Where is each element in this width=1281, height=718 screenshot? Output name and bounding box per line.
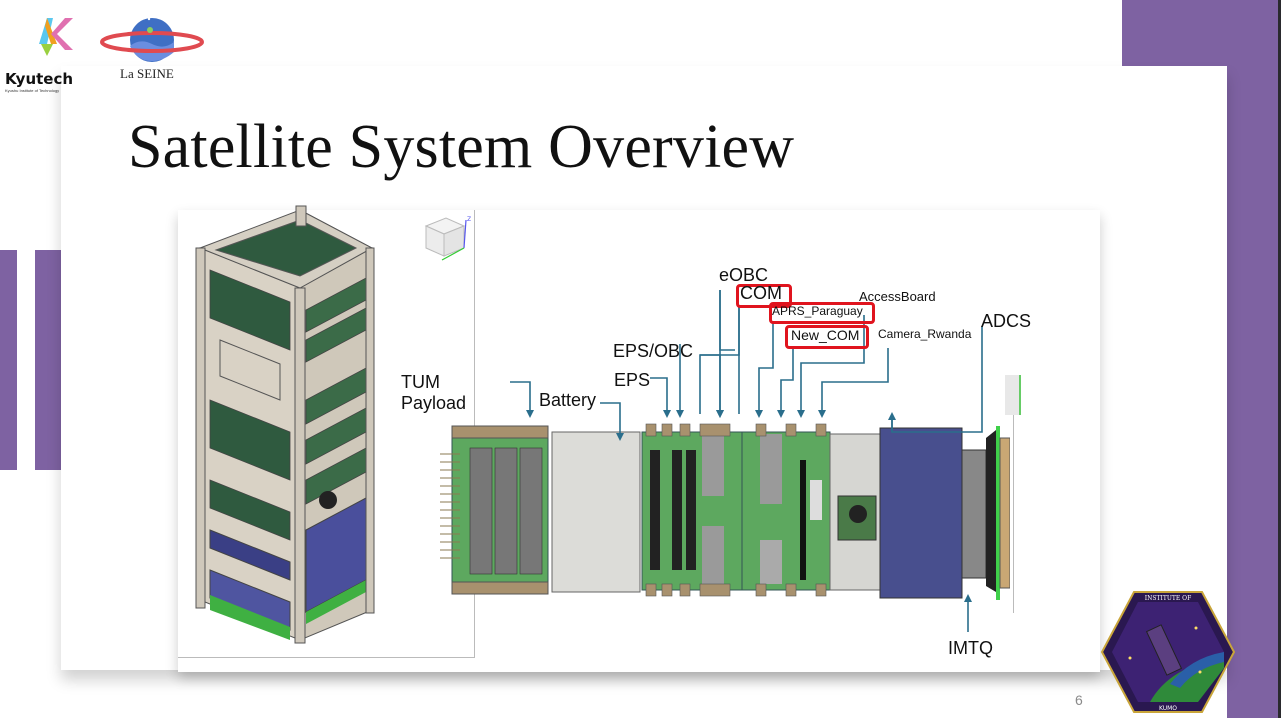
kyutech-mark-icon <box>39 18 73 56</box>
page-number: 6 <box>1075 692 1083 708</box>
label-eobc: eOBC <box>719 265 769 285</box>
badge-top-text: INSTITUTE OF <box>1145 595 1192 602</box>
highlight-com <box>736 284 792 308</box>
badge-bottom-text: KUMO <box>1159 705 1177 712</box>
label-adcs: ADCS <box>981 311 1032 331</box>
label-access-board: AccessBoard <box>859 289 936 304</box>
label-battery: Battery <box>539 390 597 410</box>
cubesat-isometric-render <box>195 205 375 644</box>
panel-right-line <box>1013 378 1014 613</box>
label-new-com: New_COM <box>791 327 860 343</box>
label-tum-payload-1: TUM <box>401 372 440 392</box>
laseine-planet-icon <box>100 17 204 62</box>
slide-title: Satellite System Overview <box>128 113 795 181</box>
label-com: COM <box>740 283 782 303</box>
decor-bar-left-1 <box>0 250 17 470</box>
cubesat-side-view-render <box>440 423 1010 600</box>
kyutech-logo: Kyutech Kyushu Institute of Technology <box>2 10 92 115</box>
label-imtq: IMTQ <box>948 638 993 658</box>
decor-bar-left-2 <box>35 250 61 470</box>
laseine-wordmark: La SEINE <box>120 66 174 81</box>
panel-bottom-line <box>178 657 474 658</box>
label-camera-rwanda: Camera_Rwanda <box>878 327 972 341</box>
window-edge <box>1278 0 1281 718</box>
axis-z-label: Z <box>467 216 471 223</box>
view-cube-icon[interactable]: Z <box>418 212 474 264</box>
view-indicator-left <box>1005 375 1021 415</box>
highlight-aprs <box>769 302 875 324</box>
decor-strip-right <box>1227 0 1278 718</box>
kyutech-subtitle: Kyushu Institute of Technology <box>5 88 60 93</box>
label-tum-payload-2: Payload <box>401 393 467 413</box>
kyutech-wordmark: Kyutech <box>5 70 74 88</box>
label-eps: EPS <box>614 370 651 390</box>
kumo-mission-badge: INSTITUTE OF KUMO <box>1100 591 1236 713</box>
highlight-new-com <box>785 325 869 349</box>
label-aprs-paraguay: APRS_Paraguay <box>772 304 863 318</box>
label-eps-obc: EPS/OBC <box>613 341 694 361</box>
